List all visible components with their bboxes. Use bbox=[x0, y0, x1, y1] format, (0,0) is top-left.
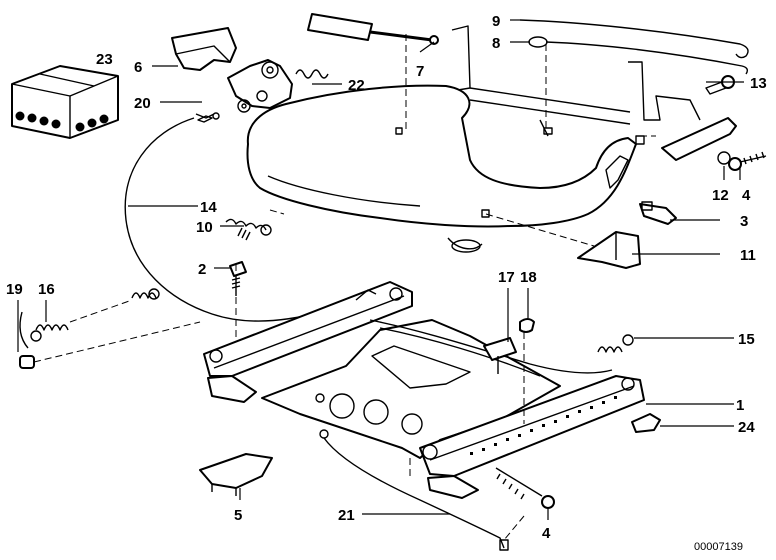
callout-1: 1 bbox=[736, 397, 744, 414]
part-rod-8 bbox=[528, 36, 749, 75]
callout-17: 17 bbox=[498, 269, 515, 286]
part-screw-4-upper bbox=[728, 151, 767, 171]
part-rod-21 bbox=[319, 429, 509, 551]
callout-6: 6 bbox=[134, 59, 142, 76]
callout-13: 13 bbox=[750, 75, 767, 92]
part-cover-6 bbox=[171, 27, 237, 71]
callout-16: 16 bbox=[38, 281, 55, 298]
part-grommet-18 bbox=[519, 318, 535, 333]
callout-3: 3 bbox=[740, 213, 748, 230]
callout-15: 15 bbox=[738, 331, 755, 348]
leader-lines bbox=[17, 19, 744, 520]
part-spring-15 bbox=[597, 334, 634, 353]
callout-18: 18 bbox=[520, 269, 537, 286]
callout-20: 20 bbox=[134, 95, 151, 112]
part-cap-19 bbox=[19, 311, 35, 369]
part-clip-3 bbox=[639, 201, 677, 225]
callout-5: 5 bbox=[234, 507, 242, 524]
callout-23: 23 bbox=[96, 51, 113, 68]
callout-21: 21 bbox=[338, 507, 355, 524]
callout-2: 2 bbox=[198, 261, 206, 278]
callout-7: 7 bbox=[416, 63, 424, 80]
part-cable-14 bbox=[124, 112, 357, 322]
assembly-lines bbox=[33, 34, 656, 541]
part-seat-rail-assembly-1 bbox=[203, 281, 645, 499]
catalog-number: 00007139 bbox=[694, 541, 743, 553]
part-rod-9 bbox=[519, 19, 749, 59]
part-cover-11 bbox=[577, 231, 641, 269]
callout-4-upper: 4 bbox=[742, 187, 751, 204]
callout-11: 11 bbox=[740, 247, 756, 264]
part-clip-24 bbox=[631, 413, 661, 433]
part-spring-16 bbox=[30, 288, 160, 342]
callout-24: 24 bbox=[738, 419, 755, 436]
part-lever-12 bbox=[605, 117, 737, 189]
part-gas-strut-7 bbox=[307, 13, 439, 45]
callout-19: 19 bbox=[6, 281, 23, 298]
callout-12: 12 bbox=[712, 187, 729, 204]
callout-10: 10 bbox=[196, 219, 213, 236]
callout-8: 8 bbox=[492, 35, 500, 52]
part-spring-10 bbox=[225, 218, 272, 241]
part-screw-4-lower bbox=[495, 467, 555, 509]
part-bracket-17 bbox=[483, 337, 517, 374]
part-screw-2 bbox=[229, 261, 247, 296]
callout-4-lower: 4 bbox=[542, 525, 551, 542]
part-box-23 bbox=[11, 65, 119, 139]
part-seat-cushion bbox=[246, 84, 637, 253]
callout-labels: 23 6 20 22 7 9 8 13 12 4 3 11 14 10 2 19… bbox=[6, 13, 767, 542]
part-bracket-5 bbox=[199, 453, 273, 496]
callout-14: 14 bbox=[200, 199, 217, 216]
part-screw-13 bbox=[705, 75, 735, 95]
part-seat-frame bbox=[445, 25, 701, 145]
callout-22: 22 bbox=[348, 77, 365, 94]
callout-9: 9 bbox=[492, 13, 500, 30]
